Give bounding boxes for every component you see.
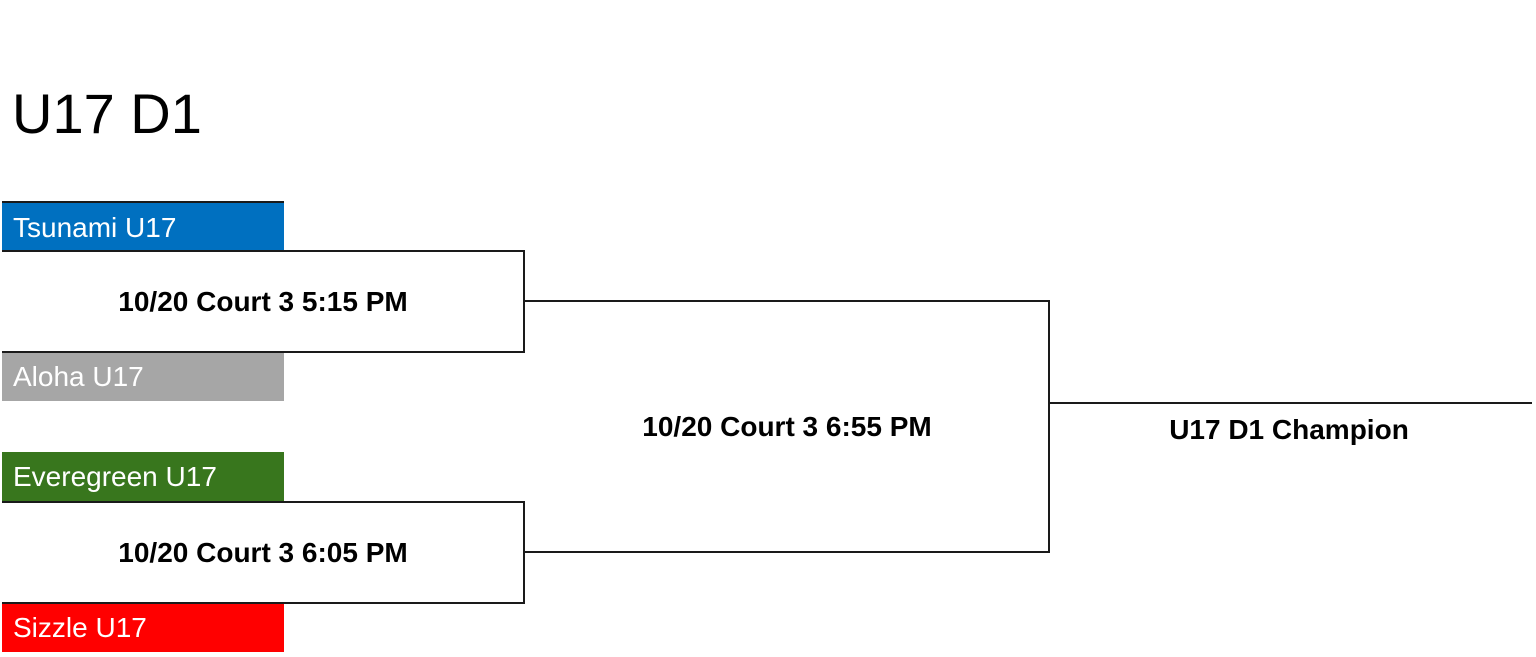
bracket-title: U17 D1 [12,82,202,145]
team-name: Everegreen U17 [13,461,217,492]
game-1-label: 10/20 Court 3 5:15 PM [118,286,408,317]
team-name: Aloha U17 [13,361,144,392]
team-slot-aloha: Aloha U17 [2,352,284,401]
game-2-label: 10/20 Court 3 6:05 PM [118,537,408,568]
team-slot-everegreen: Everegreen U17 [2,452,284,501]
team-name: Sizzle U17 [13,612,147,643]
team-slot-sizzle: Sizzle U17 [2,603,284,652]
team-slot-tsunami: Tsunami U17 [2,201,284,250]
final-game-label: 10/20 Court 3 6:55 PM [642,411,932,442]
team-name: Tsunami U17 [13,212,177,243]
semifinal-connector [524,300,1050,553]
champion-label: U17 D1 Champion [1169,414,1409,445]
